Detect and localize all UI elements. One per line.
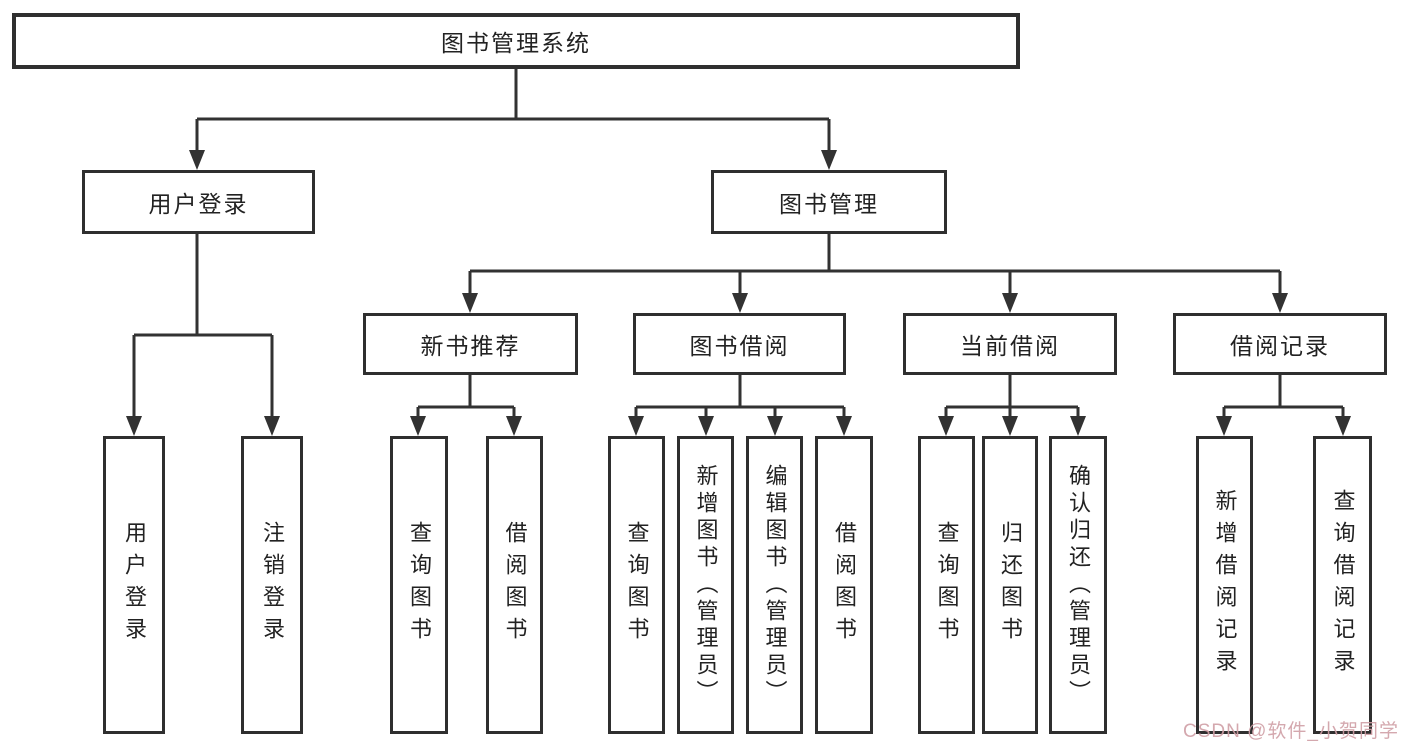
node-leaf-query-books-recommend-label: 查询图书 <box>407 521 432 649</box>
node-leaf-logout: 注销登录 <box>241 436 303 734</box>
node-leaf-return-books-label: 归还图书 <box>998 521 1023 649</box>
node-book-borrowing-label: 图书借阅 <box>689 333 790 359</box>
arrowheads <box>126 150 1351 436</box>
node-leaf-add-books-admin: 新增图书（管理员） <box>677 436 734 734</box>
node-leaf-query-books-borrow: 查询图书 <box>608 436 665 734</box>
node-leaf-borrow-books-recommend-label: 借阅图书 <box>502 521 528 649</box>
node-leaf-borrow-books-label: 借阅图书 <box>832 521 857 649</box>
node-new-book-recommendation: 新书推荐 <box>363 313 578 375</box>
node-book-management: 图书管理 <box>711 170 947 234</box>
csdn-watermark: CSDN @软件_小贺同学 <box>1183 721 1399 742</box>
node-leaf-add-borrow-record-label: 新增借阅记录 <box>1212 489 1238 681</box>
node-leaf-query-books-recommend: 查询图书 <box>390 436 448 734</box>
node-user-login: 用户登录 <box>82 170 315 234</box>
node-leaf-query-books-current-label: 查询图书 <box>934 521 960 649</box>
node-borrowing-records-label: 借阅记录 <box>1230 333 1330 359</box>
node-leaf-query-books-current: 查询图书 <box>918 436 975 734</box>
node-current-borrowing: 当前借阅 <box>903 313 1117 375</box>
node-leaf-user-login-label: 用户登录 <box>122 521 147 649</box>
node-leaf-user-login: 用户登录 <box>103 436 165 734</box>
node-leaf-confirm-return-admin-label: 确认归还（管理员） <box>1066 463 1091 707</box>
node-user-login-label: 用户登录 <box>148 191 249 217</box>
node-leaf-logout-label: 注销登录 <box>260 521 285 649</box>
node-leaf-return-books: 归还图书 <box>982 436 1038 734</box>
node-leaf-query-borrow-record-label: 查询借阅记录 <box>1330 489 1356 681</box>
node-library-system: 图书管理系统 <box>12 13 1020 69</box>
node-borrowing-records: 借阅记录 <box>1173 313 1387 375</box>
node-leaf-add-borrow-record: 新增借阅记录 <box>1196 436 1253 734</box>
node-new-book-recommendation-label: 新书推荐 <box>420 333 521 359</box>
node-book-borrowing: 图书借阅 <box>633 313 846 375</box>
node-leaf-edit-books-admin: 编辑图书（管理员） <box>746 436 803 734</box>
node-leaf-edit-books-admin-label: 编辑图书（管理员） <box>762 463 788 707</box>
node-leaf-confirm-return-admin: 确认归还（管理员） <box>1049 436 1107 734</box>
node-library-system-label: 图书管理系统 <box>441 30 591 56</box>
node-book-management-label: 图书管理 <box>779 191 879 217</box>
node-leaf-query-books-borrow-label: 查询图书 <box>624 521 650 649</box>
node-current-borrowing-label: 当前借阅 <box>960 333 1060 359</box>
node-leaf-borrow-books-recommend: 借阅图书 <box>486 436 543 734</box>
node-leaf-borrow-books: 借阅图书 <box>815 436 873 734</box>
node-leaf-add-books-admin-label: 新增图书（管理员） <box>693 463 719 707</box>
node-leaf-query-borrow-record: 查询借阅记录 <box>1313 436 1372 734</box>
